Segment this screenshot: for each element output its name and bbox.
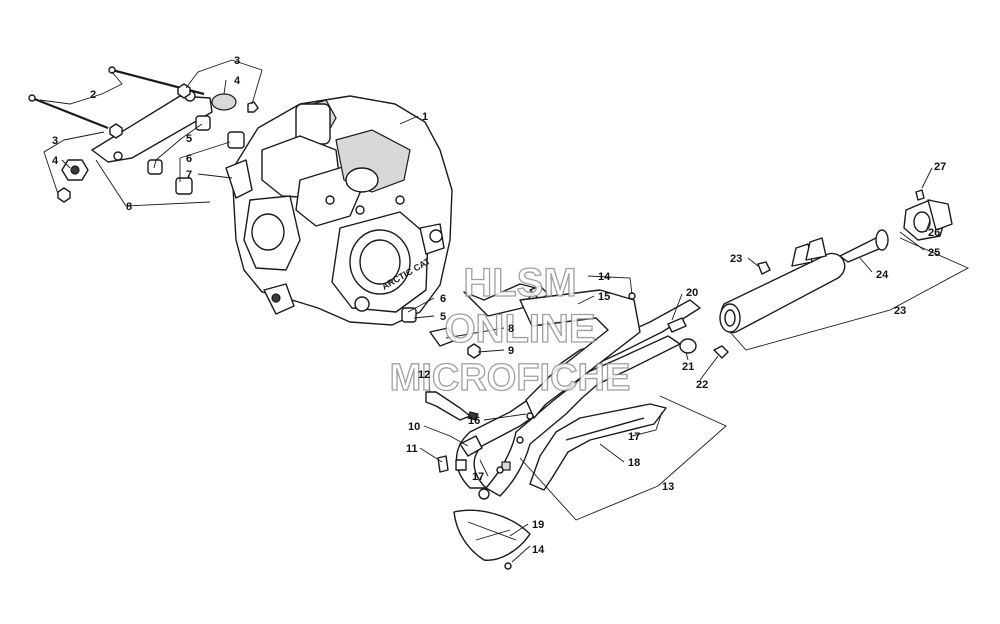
callout-16: 16 [468,415,480,427]
callout-27: 27 [934,161,946,173]
callout-12: 12 [418,369,430,381]
callout-11: 11 [406,443,418,455]
callout-8-left: 8 [126,201,132,213]
callout-26: 26 [928,227,940,239]
engine-assembly: ARCTIC CAT [225,95,453,326]
callout-4-left: 4 [52,155,59,167]
exhaust-header-pipe [455,299,701,500]
watermark-line-3: MICROFICHE [390,357,631,399]
callout-18: 18 [628,457,640,469]
callout-17-left: 17 [472,471,484,483]
callout-23-upper: 23 [730,253,742,265]
callout-6-lower: 6 [440,293,446,305]
callout-21: 21 [682,361,694,373]
callout-labels: 1 2 3 3 4 4 5 5 6 6 7 8 8 9 10 11 12 13 … [52,55,946,556]
callout-17-right: 17 [628,431,640,443]
callout-4-top: 4 [234,75,241,87]
engine-mount-hardware [28,66,549,359]
callout-5-lower: 5 [440,311,446,323]
callout-14-lower: 14 [532,544,545,556]
callout-19: 19 [532,519,544,531]
callout-8-lower: 8 [508,323,514,335]
callout-14-upper: 14 [598,271,611,283]
heat-shield-15 [519,289,641,419]
callout-3-top: 3 [234,55,240,67]
watermark-line-2: ONLINE [444,307,595,351]
callout-7: 7 [186,169,192,181]
callout-2: 2 [90,89,96,101]
callout-3-left: 3 [52,135,58,147]
heat-shield-18 [529,403,667,491]
watermark: HLSM ONLINE MICROFICHE [389,260,631,399]
callout-22: 22 [696,379,708,391]
callout-1: 1 [422,111,428,123]
muffler-assembly [667,189,953,359]
exhaust-clamp-and-hardware [425,391,534,474]
callout-23-right: 23 [894,305,906,317]
callout-24: 24 [876,269,889,281]
leader-lines [39,59,970,563]
callout-20: 20 [686,287,698,299]
watermark-line-1: HLSM [463,261,576,305]
callout-5-upper: 5 [186,133,192,145]
callout-9: 9 [508,345,514,357]
heat-shield-19 [453,509,531,570]
callout-10: 10 [408,421,420,433]
callout-13: 13 [662,481,674,493]
callout-15: 15 [598,291,610,303]
callout-25: 25 [928,247,940,259]
callout-6-upper: 6 [186,153,192,165]
